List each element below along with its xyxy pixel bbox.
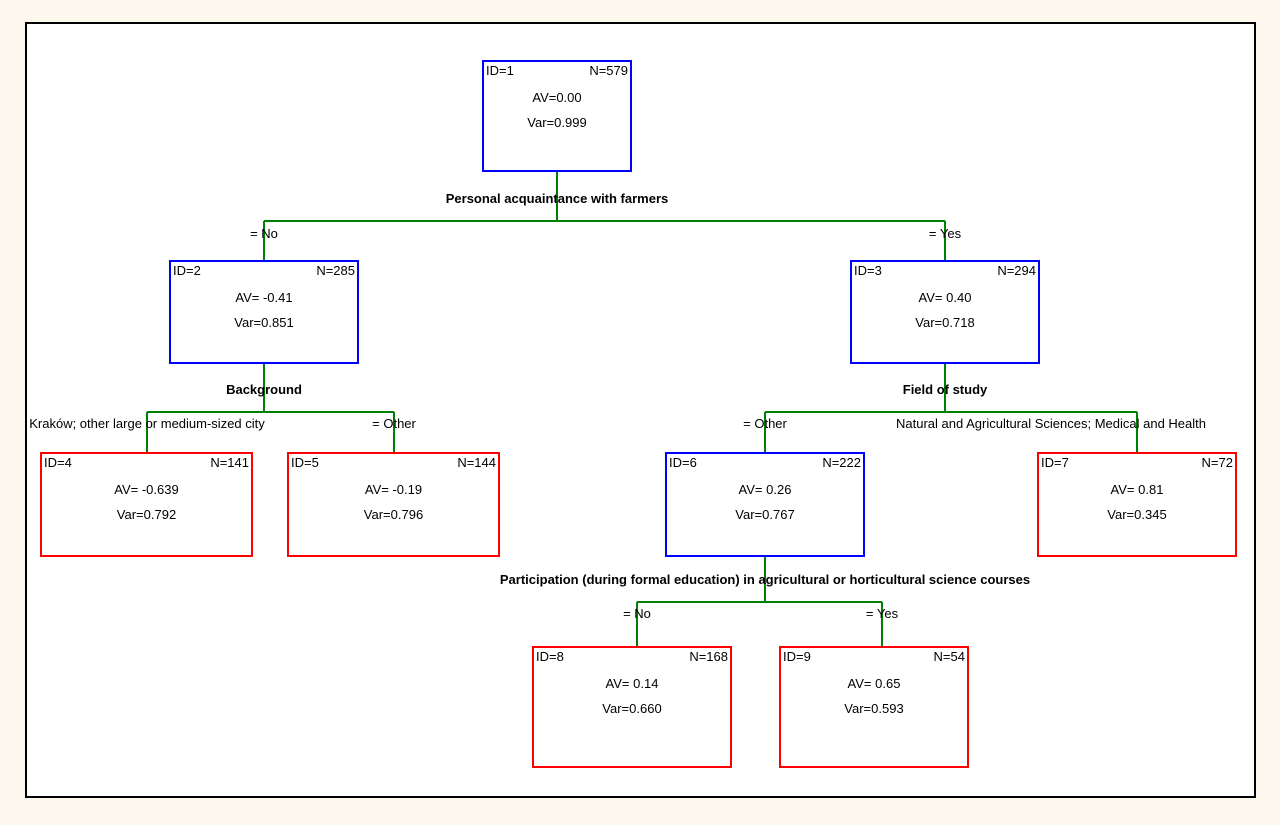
tree-node-2[interactable]: ID=2 N=285 AV= -0.41 Var=0.851: [169, 260, 359, 364]
node-3-id: ID=3: [854, 263, 882, 278]
node-8-var: Var=0.660: [602, 701, 662, 716]
node-1-count: N=579: [589, 63, 628, 78]
node-6-av: AV= 0.26: [738, 482, 792, 497]
node-7-header: ID=7 N=72: [1039, 455, 1235, 471]
node-4-count: N=141: [210, 455, 249, 470]
node-9-av: AV= 0.65: [847, 676, 901, 691]
edge-label-n2-left: Kraków; other large or medium-sized city: [29, 416, 265, 431]
node-9-id: ID=9: [783, 649, 811, 664]
split-label-participation-courses: Participation (during formal education) …: [499, 572, 1031, 587]
node-9-count: N=54: [933, 649, 965, 664]
node-2-body: AV= -0.41 Var=0.851: [171, 290, 357, 330]
node-6-count: N=222: [822, 455, 861, 470]
tree-node-1[interactable]: ID=1 N=579 AV=0.00 Var=0.999: [482, 60, 632, 172]
node-4-var: Var=0.792: [116, 507, 177, 522]
node-2-header: ID=2 N=285: [171, 263, 357, 279]
edge-label-n2-right: = Other: [372, 416, 416, 431]
node-5-body: AV= -0.19 Var=0.796: [289, 482, 498, 522]
edge-label-n1-left: = No: [250, 226, 278, 241]
node-5-av: AV= -0.19: [364, 482, 423, 497]
node-7-av: AV= 0.81: [1110, 482, 1164, 497]
node-3-av: AV= 0.40: [918, 290, 972, 305]
node-6-body: AV= 0.26 Var=0.767: [667, 482, 863, 522]
figure-panel: Personal acquaintance with farmers Backg…: [25, 22, 1256, 798]
node-8-count: N=168: [689, 649, 728, 664]
tree-node-8[interactable]: ID=8 N=168 AV= 0.14 Var=0.660: [532, 646, 732, 768]
node-4-body: AV= -0.639 Var=0.792: [42, 482, 251, 522]
edge-label-n3-right: Natural and Agricultural Sciences; Medic…: [895, 416, 1207, 431]
node-8-av: AV= 0.14: [605, 676, 659, 691]
edge-label-n6-left: = No: [623, 606, 651, 621]
node-1-var: Var=0.999: [527, 115, 587, 130]
node-1-header: ID=1 N=579: [484, 63, 630, 79]
node-8-header: ID=8 N=168: [534, 649, 730, 665]
tree-node-6[interactable]: ID=6 N=222 AV= 0.26 Var=0.767: [665, 452, 865, 557]
node-3-var: Var=0.718: [915, 315, 975, 330]
node-3-header: ID=3 N=294: [852, 263, 1038, 279]
node-2-av: AV= -0.41: [235, 290, 293, 305]
node-9-body: AV= 0.65 Var=0.593: [781, 676, 967, 716]
split-label-background: Background: [226, 382, 302, 397]
edge-label-n3-left: = Other: [743, 416, 787, 431]
tree-node-5[interactable]: ID=5 N=144 AV= -0.19 Var=0.796: [287, 452, 500, 557]
node-3-body: AV= 0.40 Var=0.718: [852, 290, 1038, 330]
node-7-body: AV= 0.81 Var=0.345: [1039, 482, 1235, 522]
tree-node-3[interactable]: ID=3 N=294 AV= 0.40 Var=0.718: [850, 260, 1040, 364]
split-label-personal-acquaintance: Personal acquaintance with farmers: [445, 191, 669, 206]
node-4-header: ID=4 N=141: [42, 455, 251, 471]
node-4-av: AV= -0.639: [114, 482, 179, 497]
tree-node-7[interactable]: ID=7 N=72 AV= 0.81 Var=0.345: [1037, 452, 1237, 557]
node-9-header: ID=9 N=54: [781, 649, 967, 665]
node-9-var: Var=0.593: [844, 701, 904, 716]
node-1-id: ID=1: [486, 63, 514, 78]
node-3-count: N=294: [997, 263, 1036, 278]
edge-label-n6-right: = Yes: [865, 606, 899, 621]
node-5-id: ID=5: [291, 455, 319, 470]
split-label-field-of-study: Field of study: [902, 382, 988, 397]
node-4-id: ID=4: [44, 455, 72, 470]
node-8-body: AV= 0.14 Var=0.660: [534, 676, 730, 716]
node-5-count: N=144: [457, 455, 496, 470]
node-7-id: ID=7: [1041, 455, 1069, 470]
node-6-id: ID=6: [669, 455, 697, 470]
node-2-count: N=285: [316, 263, 355, 278]
node-2-id: ID=2: [173, 263, 201, 278]
tree-node-9[interactable]: ID=9 N=54 AV= 0.65 Var=0.593: [779, 646, 969, 768]
node-7-var: Var=0.345: [1107, 507, 1167, 522]
node-5-header: ID=5 N=144: [289, 455, 498, 471]
node-8-id: ID=8: [536, 649, 564, 664]
node-2-var: Var=0.851: [234, 315, 294, 330]
tree-node-4[interactable]: ID=4 N=141 AV= -0.639 Var=0.792: [40, 452, 253, 557]
node-7-count: N=72: [1201, 455, 1233, 470]
node-1-av: AV=0.00: [532, 90, 582, 105]
node-6-var: Var=0.767: [735, 507, 795, 522]
node-5-var: Var=0.796: [363, 507, 424, 522]
edge-label-n1-right: = Yes: [928, 226, 962, 241]
node-6-header: ID=6 N=222: [667, 455, 863, 471]
decision-tree-canvas: Personal acquaintance with farmers Backg…: [27, 24, 1254, 796]
node-1-body: AV=0.00 Var=0.999: [484, 90, 630, 130]
